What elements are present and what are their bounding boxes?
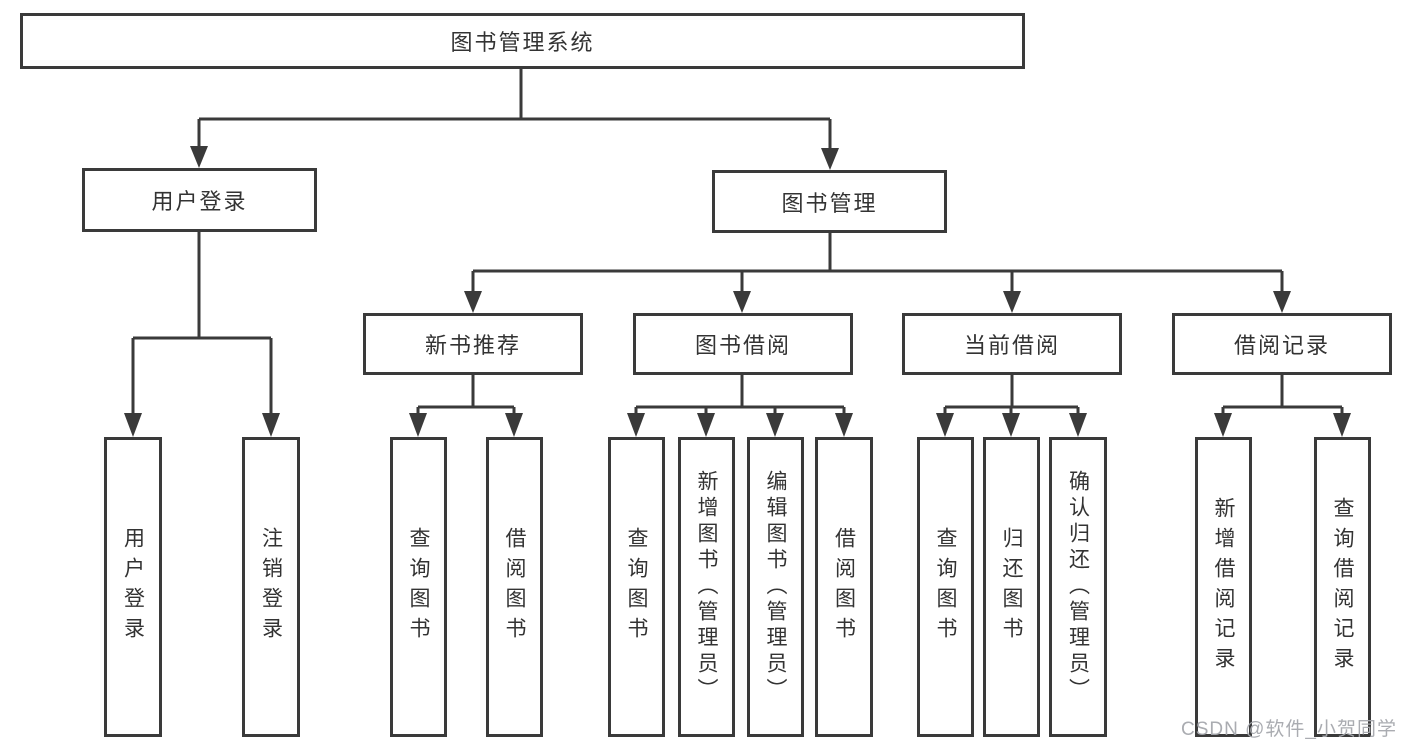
node-book-borrow-label: 图书借阅: [694, 333, 791, 358]
leaf-bb-query-books-label: 查询图书: [625, 527, 648, 647]
node-book-management-label: 图书管理: [781, 190, 878, 216]
connector-new-book-recommend: [409, 375, 523, 437]
leaf-br-query-record-label: 查询借阅记录: [1331, 497, 1354, 677]
leaf-bb-add-books-admin-label: 新增图书（管理员）: [695, 470, 718, 704]
connector-current-borrow: [936, 375, 1087, 437]
node-book-borrow: 图书借阅: [633, 313, 853, 375]
leaf-br-query-record: 查询借阅记录: [1314, 437, 1371, 737]
node-current-borrow-label: 当前借阅: [963, 333, 1060, 358]
connector-root: [190, 69, 839, 170]
connector-user-login: [124, 232, 280, 437]
leaf-bb-edit-books-admin: 编辑图书（管理员）: [747, 437, 804, 737]
leaf-cb-confirm-return-admin: 确认归还（管理员）: [1049, 437, 1107, 737]
leaf-user-login: 用户登录: [104, 437, 162, 737]
leaf-cb-return-books-label: 归还图书: [1000, 527, 1023, 647]
leaf-user-login-label: 用户登录: [121, 527, 145, 647]
leaf-br-add-record-label: 新增借阅记录: [1212, 497, 1235, 677]
leaf-rec-query-books-label: 查询图书: [407, 527, 430, 647]
node-user-login: 用户登录: [82, 168, 317, 232]
leaf-bb-borrow-books-label: 借阅图书: [832, 527, 856, 647]
node-borrow-records: 借阅记录: [1172, 313, 1392, 375]
leaf-bb-query-books: 查询图书: [608, 437, 665, 737]
connector-borrow-records: [1214, 375, 1351, 437]
leaf-bb-edit-books-admin-label: 编辑图书（管理员）: [764, 470, 787, 704]
node-current-borrow: 当前借阅: [902, 313, 1122, 375]
leaf-logout-label: 注销登录: [259, 527, 283, 647]
leaf-cb-query-books-label: 查询图书: [934, 527, 957, 647]
connector-book-borrow: [627, 375, 853, 437]
leaf-bb-add-books-admin: 新增图书（管理员）: [678, 437, 735, 737]
node-new-book-recommend-label: 新书推荐: [424, 333, 521, 358]
leaf-br-add-record: 新增借阅记录: [1195, 437, 1252, 737]
node-user-login-label: 用户登录: [151, 189, 248, 214]
leaf-rec-borrow-books: 借阅图书: [486, 437, 543, 737]
watermark: CSDN @软件_小贺同学: [1181, 719, 1397, 740]
leaf-rec-query-books: 查询图书: [390, 437, 447, 737]
leaf-cb-query-books: 查询图书: [917, 437, 974, 737]
node-borrow-records-label: 借阅记录: [1233, 333, 1330, 358]
connector-book-management: [464, 233, 1291, 313]
leaf-bb-borrow-books: 借阅图书: [815, 437, 873, 737]
leaf-logout: 注销登录: [242, 437, 300, 737]
leaf-cb-confirm-return-admin-label: 确认归还（管理员）: [1066, 470, 1090, 704]
node-root: 图书管理系统: [20, 13, 1025, 69]
leaf-rec-borrow-books-label: 借阅图书: [503, 527, 526, 647]
node-root-label: 图书管理系统: [450, 30, 595, 55]
leaf-cb-return-books: 归还图书: [983, 437, 1040, 737]
node-new-book-recommend: 新书推荐: [363, 313, 583, 375]
node-book-management: 图书管理: [712, 170, 947, 233]
